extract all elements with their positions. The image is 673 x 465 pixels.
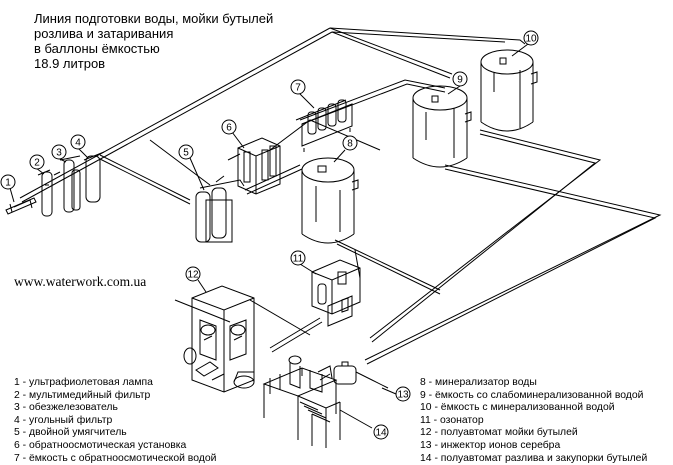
callout-circle [523,30,539,46]
callout-circle [51,144,67,160]
title-line: в баллоны ёмкостью [34,41,160,56]
pipeline-filters-to-softener [99,139,211,205]
callout-number: 9 [457,75,463,86]
callout-number: 1 [5,178,11,189]
callout-5: 5 [178,144,194,160]
bottle-washer-unit [183,285,255,393]
callout-number: 5 [183,148,189,159]
callout-circle [342,135,358,151]
filling-machine-unit [262,355,341,448]
legend-item: 4 - угольный фильтр [14,414,113,426]
callout-circle [0,174,16,190]
carbon-filter-unit [83,151,105,203]
legend-item: 10 - ёмкость с минерализованной водой [420,402,615,414]
callout-7: 7 [290,79,306,95]
legend-item: 7 - ёмкость с обратноосмотической водой [14,452,217,464]
iron-remover-unit [59,155,81,213]
callout-number: 10 [525,34,537,45]
multimedia-filter-unit [37,169,61,217]
pipeline-ro-to-tank7 [244,119,381,195]
double-softener-unit [195,175,245,243]
callout-number: 8 [347,139,353,150]
legend-item: 11 - озонатор [420,414,484,426]
callout-circle [373,424,389,440]
legend-left: 1 - ультрафиолетовая лампа 2 - мультимед… [14,377,216,465]
callout-9: 9 [452,71,468,87]
pipeline-tank7-to-ozonator [334,239,441,295]
uv-lamp-unit [5,197,37,215]
callout-number: 3 [56,148,62,159]
pipeline-ozonator-to-filler [174,299,323,353]
mineralizer-unit [295,99,353,152]
ozonator-unit [311,259,361,327]
legend-item: 13 - инжектор ионов серебра [420,439,561,451]
callout-1: 1 [0,174,16,190]
callout-number: 12 [187,270,199,281]
silver-injector-unit [319,361,389,389]
legend-item: 6 - обратноосмотическая установка [14,439,187,451]
legend-item: 1 - ультрафиолетовая лампа [14,377,153,388]
callout-number: 2 [34,158,40,169]
callout-12: 12 [185,266,201,282]
slightly-mineralized-tank [412,85,472,168]
callout-4: 4 [70,134,86,150]
reverse-osmosis-unit [227,137,281,195]
mineralized-tank [480,49,538,132]
callout-leaders [9,43,529,429]
callout-6: 6 [221,119,237,135]
pipeline-mineralizer-to-tank9 [299,79,446,125]
title-line: Линия подготовки воды, мойки бутылей [34,11,274,26]
callout-2: 2 [29,154,45,170]
pipeline-tank9-to-line [364,164,662,365]
callout-8: 8 [342,135,358,151]
legend-right: 8 - минерализатор воды 9 - ёмкость со сл… [420,377,647,465]
title-line: 18.9 литров [34,56,106,71]
callout-10: 10 [523,30,539,46]
legend-item: 3 - обезжелезователь [14,402,118,414]
callout-number: 6 [226,123,232,134]
title-line: розлива и затаривания [34,26,174,41]
callout-circle [185,266,201,282]
callout-3: 3 [51,144,67,160]
callout-circle [452,71,468,87]
legend-item: 9 - ёмкость со слабоминерализованной вод… [420,389,644,401]
callout-circle [290,250,306,266]
legend-item: 2 - мультимедийный фильтр [14,389,151,401]
callout-number: 11 [293,254,304,265]
legend-item: 5 - двойной умягчитель [14,427,127,439]
callout-number: 14 [375,428,387,439]
callout-circle [178,144,194,160]
callout-13: 13 [395,386,411,402]
legend-item: 12 - полуавтомат мойки бутылей [420,427,578,439]
callout-circle [70,134,86,150]
ro-water-tank [301,157,359,244]
callout-14: 14 [373,424,389,440]
callout-number: 7 [295,83,301,94]
callout-11: 11 [290,250,306,266]
callout-number: 13 [397,390,409,401]
callout-circle [221,119,237,135]
callout-circle [29,154,45,170]
callout-circle [395,386,411,402]
website-link[interactable]: www.waterwork.com.ua [14,274,147,289]
legend-item: 14 - полуавтомат разлива и закупорки бут… [420,452,648,464]
pipeline-tank10-to-line [369,129,602,343]
diagram-title: Линия подготовки воды, мойки бутылей роз… [34,11,314,71]
callout-circle [290,79,306,95]
legend-item: 8 - минерализатор воды [420,377,537,388]
callout-number: 4 [75,138,81,149]
